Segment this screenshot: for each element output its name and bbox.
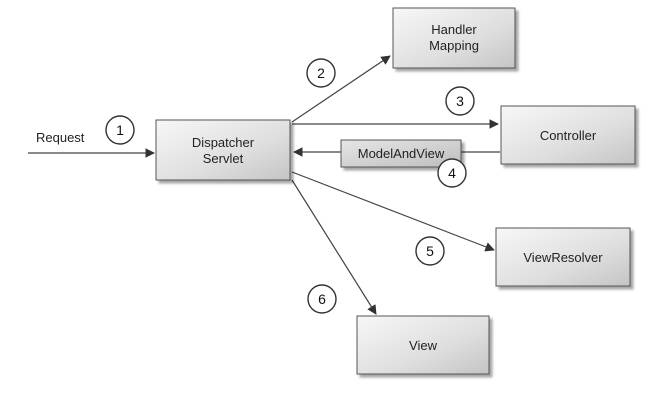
step-1-number: 1: [116, 122, 124, 138]
step-markers: [105, 58, 475, 314]
node-handler-mapping: [392, 7, 516, 69]
step-3-circle: [445, 86, 475, 116]
node-dispatcher-servlet: [155, 119, 291, 181]
request-label: Request: [36, 130, 85, 145]
controller-label: Controller: [540, 128, 597, 143]
arrows: [28, 55, 500, 315]
node-model-and-view: [340, 139, 462, 168]
arrow-to-handler-mapping: [291, 55, 391, 123]
node-controller: [500, 105, 636, 165]
step-6-number: 6: [318, 291, 326, 307]
model-and-view-label: ModelAndView: [358, 146, 445, 161]
handler-line-1: Handler: [431, 22, 477, 37]
dispatcher-line-2: Servlet: [203, 151, 244, 166]
step-4-circle: [437, 158, 467, 188]
step-5-circle: [415, 236, 445, 266]
arrow-to-view-resolver: [291, 171, 495, 252]
handler-line-2: Mapping: [429, 38, 479, 53]
step-3-number: 3: [456, 93, 464, 109]
step-6-circle: [307, 284, 337, 314]
step-2-number: 2: [317, 65, 325, 81]
view-label: View: [409, 338, 438, 353]
view-resolver-label: ViewResolver: [523, 250, 603, 265]
arrow-to-view: [291, 179, 377, 315]
dispatcher-line-1: Dispatcher: [192, 135, 255, 150]
node-view: [356, 315, 490, 375]
step-1-circle: [105, 115, 135, 145]
step-4-number: 4: [448, 165, 456, 181]
step-5-number: 5: [426, 243, 434, 259]
node-view-resolver: [495, 227, 631, 287]
step-2-circle: [306, 58, 336, 88]
